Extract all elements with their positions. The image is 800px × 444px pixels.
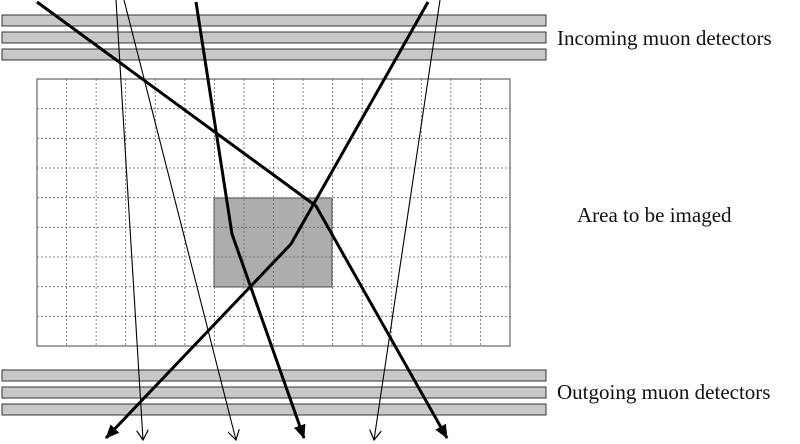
imaged-area-block [213, 197, 333, 288]
outgoing-detector-stack [1, 369, 547, 416]
grid-lines-overlay [37, 79, 510, 346]
thick-tracks [36, 0, 449, 440]
thick-muon-track [36, 0, 449, 439]
thin-muon-track [123, 0, 236, 440]
outgoing-detectors-label: Outgoing muon detectors [557, 380, 771, 404]
thick-muon-track [104, 1, 430, 440]
incoming-detector-stack [1, 14, 547, 61]
detector-plate [1, 14, 547, 27]
detector-plate [1, 48, 547, 61]
detector-plate [1, 403, 547, 416]
detector-plate [1, 386, 547, 399]
thin-tracks [115, 0, 441, 440]
thin-muon-track [374, 0, 441, 440]
detector-plate [1, 31, 547, 44]
detector-plate [1, 369, 547, 382]
incoming-detectors-label: Incoming muon detectors [557, 26, 772, 50]
thick-muon-track [194, 1, 306, 439]
thin-muon-track [115, 0, 143, 440]
area-to-be-imaged-label: Area to be imaged [577, 203, 732, 227]
